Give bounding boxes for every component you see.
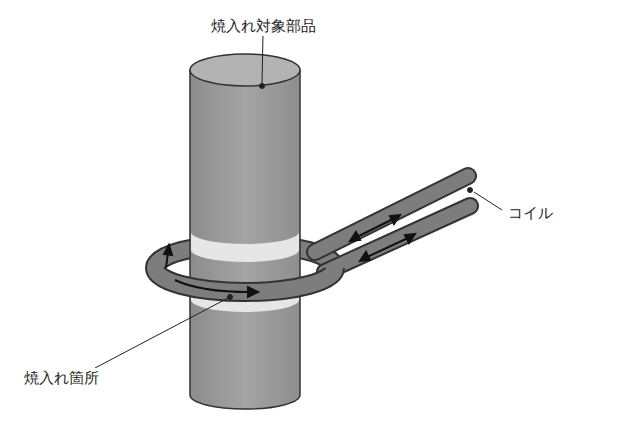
workpiece-top — [190, 54, 300, 86]
part-label: 焼入れ箇所 — [22, 368, 101, 388]
coil-front-outline — [155, 268, 335, 292]
leader-lines — [95, 34, 502, 368]
part-label: コイル — [506, 203, 555, 223]
coil-lead-outline — [325, 206, 470, 272]
coil-lead — [325, 206, 470, 272]
part-label: 焼入れ対象部品 — [209, 16, 318, 36]
current-arrows — [164, 215, 415, 297]
workpiece-body — [190, 70, 300, 409]
hardened-band-upper — [191, 232, 299, 262]
coil-front — [155, 268, 335, 292]
